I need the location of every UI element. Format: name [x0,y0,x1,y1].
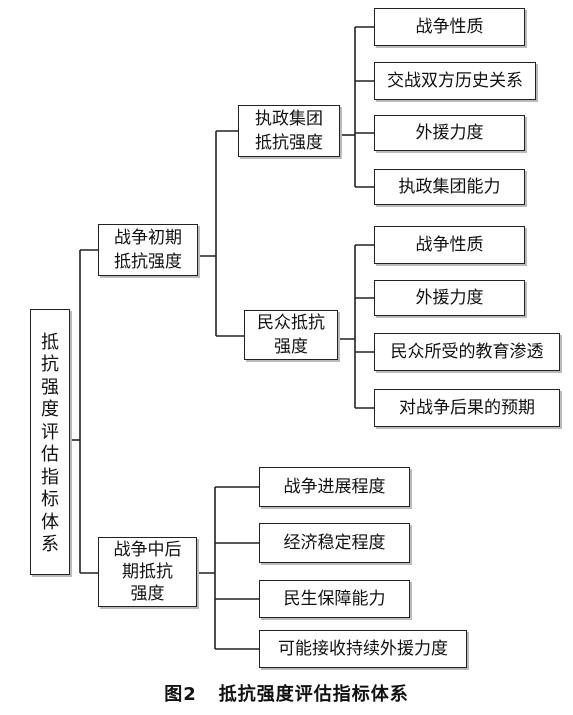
leaf-box: 交战双方历史关系 [374,62,536,100]
figure-number: 图2 [164,684,197,705]
leaf-box: 民生保障能力 [259,580,410,618]
leaf-label: 交战双方历史关系 [387,71,523,91]
leaf-box: 战争进展程度 [259,467,410,507]
node-line: 抵抗强度 [114,252,182,272]
node-line: 抵抗强度 [255,133,323,153]
leaf-box: 民众所受的教育渗透 [374,333,560,371]
node-line: 战争中后 [113,540,182,560]
root-box: 抵 抗 强 度 评 估 指 标 体 系 [30,309,70,575]
node-line: 民众抵抗 [257,313,325,333]
node-line: 执政集团 [255,109,323,129]
root-char: 体 [41,511,59,533]
leaf-box: 战争性质 [374,226,525,264]
root-char: 标 [41,489,59,510]
leaf-box: 战争性质 [374,8,525,46]
root-char: 系 [41,534,59,555]
mid-late-war-resistance-box: 战争中后 期抵抗 强度 [98,537,197,607]
leaf-label: 对战争后果的预期 [399,398,535,418]
early-war-resistance-box: 战争初期 抵抗强度 [98,224,198,276]
leaf-label: 外援力度 [415,123,484,143]
leaf-label: 经济稳定程度 [283,533,386,553]
node-line: 战争初期 [114,228,182,248]
leaf-label: 可能接收持续外援力度 [278,639,448,659]
ruling-group-resistance-box: 执政集团 抵抗强度 [238,105,340,157]
leaf-box: 外援力度 [374,115,525,151]
leaf-box: 外援力度 [374,280,525,316]
leaf-label: 执政集团能力 [398,177,501,197]
leaf-label: 战争性质 [415,17,484,37]
root-char: 评 [41,421,59,443]
leaf-label: 战争进展程度 [283,477,386,497]
leaf-box: 可能接收持续外援力度 [259,630,467,668]
node-line: 强度 [274,337,308,357]
leaf-box: 执政集团能力 [374,169,525,205]
figure-title: 抵抗强度评估指标体系 [218,684,409,705]
root-char: 强 [41,376,59,398]
node-line: 期抵抗 [122,562,173,582]
root-char: 抵 [41,331,59,353]
root-char: 度 [41,399,59,420]
public-resistance-box: 民众抵抗 强度 [244,310,338,360]
leaf-box: 经济稳定程度 [259,523,410,563]
root-char: 抗 [41,354,59,375]
leaf-label: 外援力度 [415,288,484,308]
node-line: 强度 [130,584,165,604]
root-char: 估 [41,444,59,465]
root-char: 指 [41,466,59,488]
leaf-label: 战争性质 [415,235,484,255]
leaf-label: 民生保障能力 [283,589,386,609]
figure-caption: 图2 抵抗强度评估指标体系 [0,680,573,706]
leaf-label: 民众所受的教育渗透 [390,342,544,362]
leaf-box: 对战争后果的预期 [374,389,560,427]
